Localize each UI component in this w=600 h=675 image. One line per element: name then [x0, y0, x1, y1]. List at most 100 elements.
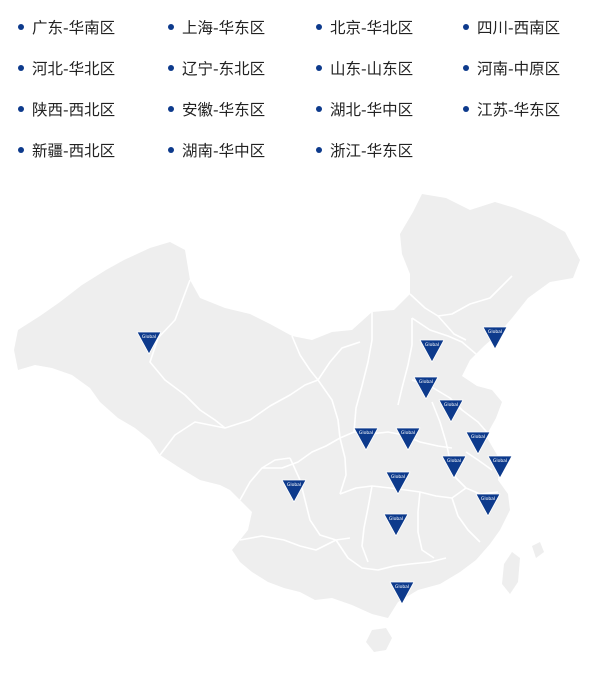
province-border [159, 379, 319, 456]
marker-label: Global [287, 482, 301, 488]
bullet-icon [168, 24, 174, 30]
marker-label: Global [444, 402, 458, 408]
province-border [339, 485, 467, 499]
legend-label: 河北-华北区 [32, 60, 116, 78]
bullet-icon [168, 147, 174, 153]
bullet-icon [316, 147, 322, 153]
inverted-triangle-pin-icon [475, 493, 501, 517]
province-border [317, 379, 347, 495]
province-border [409, 275, 513, 317]
bullet-icon [316, 106, 322, 112]
bullet-icon [18, 106, 24, 112]
province-border [411, 317, 477, 355]
province-border [465, 451, 493, 471]
location-marker-jiangsu[interactable]: Global [465, 431, 491, 455]
location-marker-beijing[interactable]: Global [419, 339, 445, 363]
legend-label: 山东-山东区 [330, 60, 414, 78]
marker-label: Global [395, 584, 409, 590]
marker-label: Global [391, 474, 405, 480]
taiwan-shape [502, 552, 520, 594]
marker-label: Global [481, 496, 495, 502]
bullet-icon [316, 65, 322, 71]
bullet-icon [18, 24, 24, 30]
legend-item: 河北-华北区 [18, 58, 115, 78]
legend-item: 浙江-华东区 [316, 140, 413, 160]
legend-label: 陕西-西北区 [32, 101, 116, 119]
island-shape [532, 542, 544, 558]
province-border [451, 497, 481, 543]
location-marker-liaoning[interactable]: Global [482, 326, 508, 350]
hainan-shape [366, 628, 392, 652]
location-marker-henan[interactable]: Global [395, 427, 421, 451]
legend-label: 北京-华北区 [330, 19, 414, 37]
marker-label: Global [425, 342, 439, 348]
location-marker-hebei[interactable]: Global [413, 376, 439, 400]
legend-label: 浙江-华东区 [330, 142, 414, 160]
china-map: Global Global Global Global Global Globa… [0, 190, 600, 675]
legend-label: 河南-中原区 [477, 60, 561, 78]
legend-item: 四川-西南区 [463, 17, 560, 37]
legend-label: 江苏-华东区 [477, 101, 561, 119]
province-border [417, 491, 435, 559]
inverted-triangle-pin-icon [419, 339, 445, 363]
location-marker-sichuan[interactable]: Global [281, 479, 307, 503]
marker-label: Global [488, 329, 502, 335]
marker-label: Global [401, 430, 415, 436]
inverted-triangle-pin-icon [482, 326, 508, 350]
inverted-triangle-pin-icon [385, 471, 411, 495]
bullet-icon [18, 147, 24, 153]
bullet-icon [316, 24, 322, 30]
location-marker-shandong[interactable]: Global [438, 399, 464, 423]
legend-item: 北京-华北区 [316, 17, 413, 37]
province-border [431, 401, 467, 489]
legend-label: 湖南-华中区 [182, 142, 266, 160]
province-border [397, 318, 413, 406]
legend-item: 安徽-华东区 [168, 99, 265, 119]
marker-label: Global [493, 458, 507, 464]
marker-label: Global [142, 334, 156, 340]
legend-item: 辽宁-东北区 [168, 58, 265, 78]
legend-label: 广东-华南区 [32, 19, 116, 37]
province-border [149, 279, 226, 429]
inverted-triangle-pin-icon [465, 431, 491, 455]
location-marker-hunan[interactable]: Global [383, 513, 409, 537]
province-border [239, 535, 337, 551]
inverted-triangle-pin-icon [389, 581, 415, 605]
location-marker-anhui[interactable]: Global [441, 455, 467, 479]
bullet-icon [463, 24, 469, 30]
bullet-icon [463, 65, 469, 71]
legend-item: 上海-华东区 [168, 17, 265, 37]
bullet-icon [168, 106, 174, 112]
inverted-triangle-pin-icon [413, 376, 439, 400]
legend-item: 江苏-华东区 [463, 99, 560, 119]
legend-label: 安徽-华东区 [182, 101, 266, 119]
province-border [361, 485, 373, 563]
location-marker-shanghai[interactable]: Global [487, 455, 513, 479]
inverted-triangle-pin-icon [136, 331, 162, 355]
legend-item: 河南-中原区 [463, 58, 560, 78]
marker-label: Global [419, 379, 433, 385]
province-border [291, 335, 361, 381]
legend-label: 新疆-西北区 [32, 142, 116, 160]
legend-item: 湖南-华中区 [168, 140, 265, 160]
region-legend: 广东-华南区 上海-华东区 北京-华北区 四川-西南区 河北-华北区 辽宁-东北… [0, 0, 600, 170]
inverted-triangle-pin-icon [395, 427, 421, 451]
location-marker-guangdong[interactable]: Global [389, 581, 415, 605]
province-border [353, 312, 373, 433]
marker-layer: Global Global Global Global Global Globa… [136, 326, 513, 605]
bullet-icon [18, 65, 24, 71]
inverted-triangle-pin-icon [441, 455, 467, 479]
legend-item: 陕西-西北区 [18, 99, 115, 119]
location-marker-xinjiang[interactable]: Global [136, 331, 162, 355]
inverted-triangle-pin-icon [281, 479, 307, 503]
legend-label: 湖北-华中区 [330, 101, 414, 119]
mainland-shape [14, 194, 580, 618]
legend-label: 辽宁-东北区 [182, 60, 266, 78]
location-marker-shaanxi[interactable]: Global [353, 427, 379, 451]
marker-label: Global [389, 516, 403, 522]
china-map-svg: Global Global Global Global Global Globa… [14, 194, 580, 652]
legend-label: 四川-西南区 [477, 19, 561, 37]
inverted-triangle-pin-icon [383, 513, 409, 537]
location-marker-hubei[interactable]: Global [385, 471, 411, 495]
location-marker-zhejiang[interactable]: Global [475, 493, 501, 517]
